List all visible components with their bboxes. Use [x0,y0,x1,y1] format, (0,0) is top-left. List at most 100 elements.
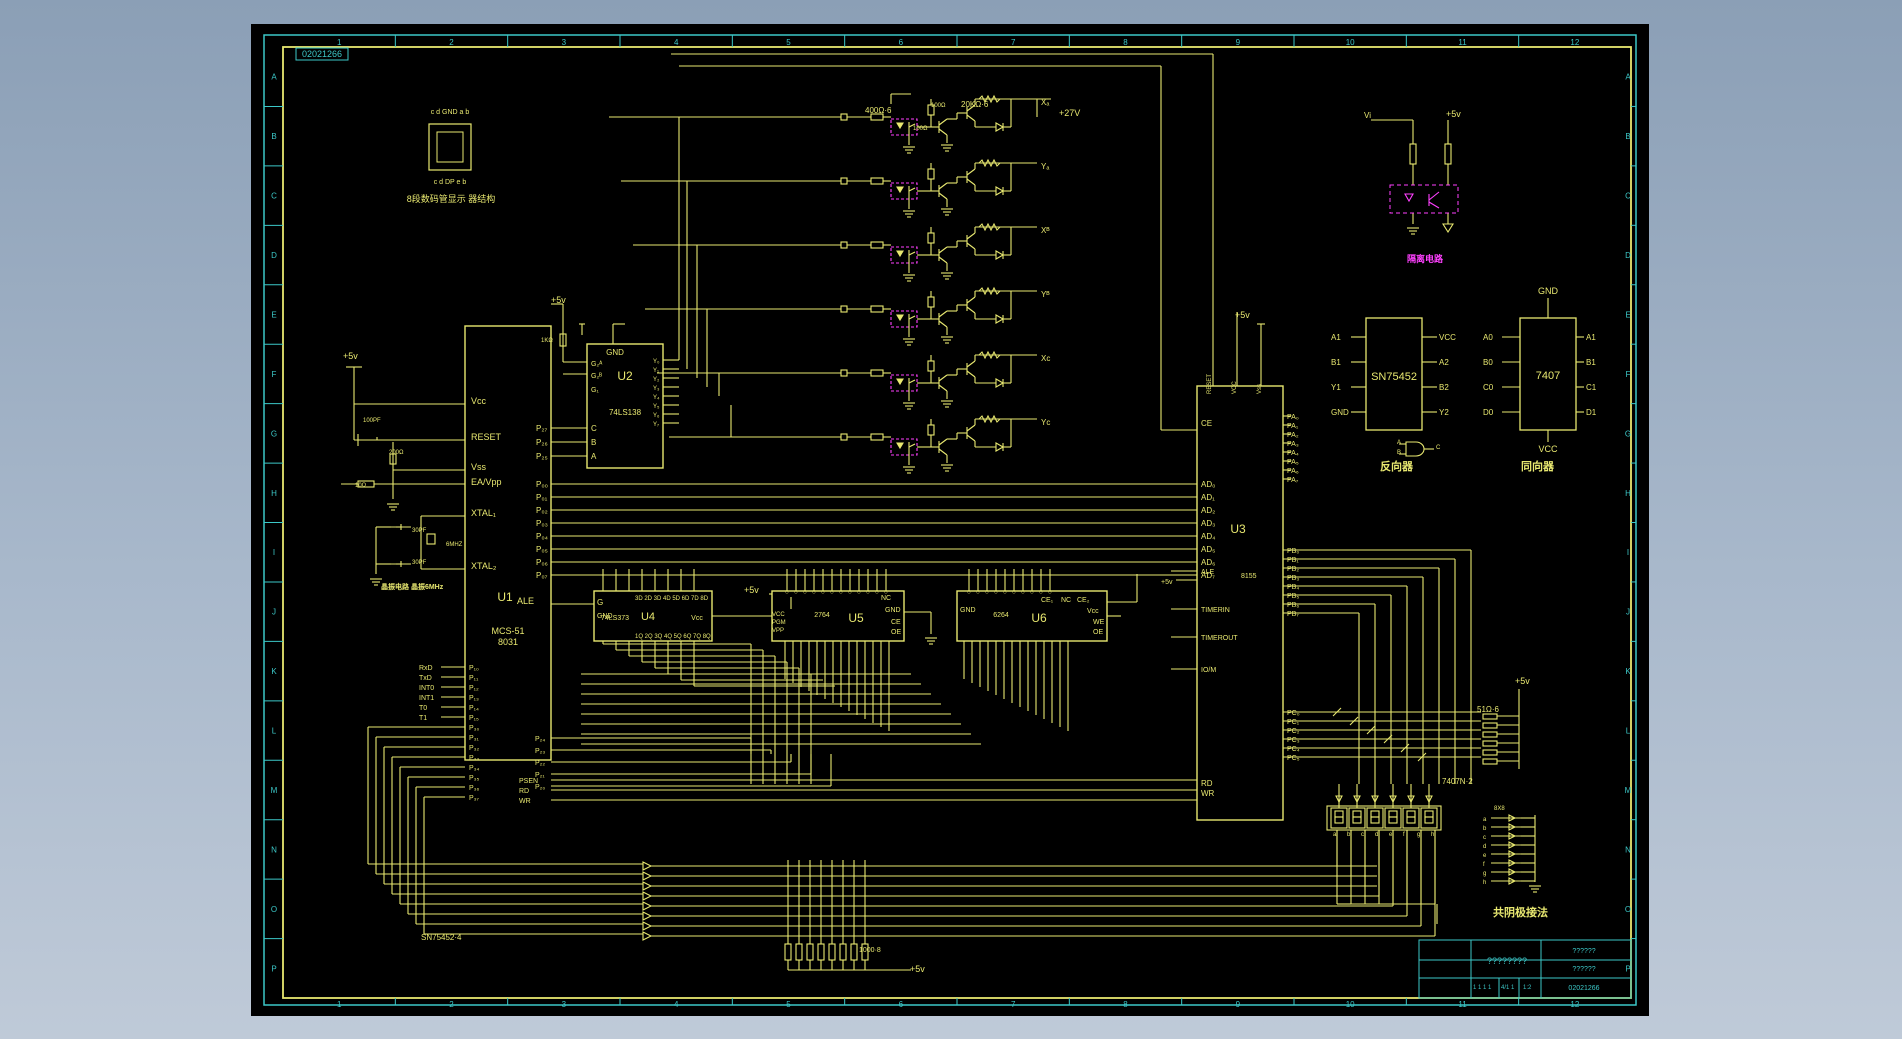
sn75452-right-2: B2 [1439,383,1449,392]
u3-pa-5: PA₅ [1287,459,1299,466]
driver-output-1: Yₐ [1041,162,1050,171]
u5-vcc: VCC [772,612,785,618]
u3-top-2: Vss [1257,384,1263,394]
u1-pin-0: Vcc [471,396,487,406]
drawing-number-top: 02021266 [302,49,342,59]
u1-pin-2: Vss [471,462,487,472]
u3-pa-6: PA₆ [1287,468,1299,475]
seg-pin-6: g [1417,832,1420,838]
u3-ad-7: AD₇ [1201,571,1215,580]
ic7407-right-0: A1 [1586,333,1596,342]
u2-out-7: Y₇ [653,422,659,428]
u1-p1-3: P₁₃ [469,695,479,702]
u2-out-4: Y₄ [653,395,660,401]
u1-r-pull: 10Ω [355,483,367,489]
seg-pin-7: h [1431,832,1434,838]
driver-labels: 400Ω·6 20KΩ·6 100Ω 100Ω +27V [865,100,1080,132]
ic7407-top: GND [1538,286,1559,296]
display-caption: 8段数码管显示 器结构 [407,193,496,204]
u1-p3-4: P₃₄ [469,765,480,772]
u4-pins-top: 3D 2D 3D 4D 5D 6D 7D 8D [635,596,709,602]
u4-74ls373: 3D 2D 3D 4D 5D 6D 7D 8D 1Q 2Q 3Q 4Q 5Q 6… [593,590,713,642]
u1-ale: ALE [517,596,534,606]
mini-pin-4: e [1483,853,1487,859]
u1-pin-5: XTAL₂ [471,561,497,571]
u3-top-1: VCC [1232,381,1238,394]
u1-p3lbl-4: T0 [419,705,427,712]
grid-row-label: O [1625,905,1631,914]
grid-row-label: B [271,132,276,141]
u2-p5v: +5v [551,295,566,305]
u1-p0-1: P₀₁ [536,493,548,502]
grid-col-label: 8 [1123,1000,1128,1009]
frame-ticks [264,35,1636,1005]
u3-left-0: ALE [1201,569,1215,576]
u1-p3lbl-0: RxD [419,665,433,672]
grid-col-label: 1 [337,38,342,47]
u3-pa-4: PA₄ [1287,450,1299,457]
u3-pa-0: PA₀ [1287,414,1299,421]
grid-row-label: A [271,73,277,82]
u6-pin-top: ○ [985,590,989,596]
seg-caption: 共阴极接法 [1493,905,1548,919]
grid-row-label: J [1626,608,1630,617]
seg-pin-3: d [1375,832,1378,838]
u1-p0-4: P₀₄ [536,532,548,541]
grid-col-label: 10 [1346,1000,1355,1009]
seg-p5v: +5v [1515,676,1530,686]
sn75452-right-1: A2 [1439,358,1449,367]
u6-pin-top: ○ [976,590,980,596]
u3-wr: WR [1201,789,1215,798]
grid-row-label: D [1625,251,1631,260]
u3-pb-0: PB₀ [1287,548,1299,555]
u2-g2b: G₂ᴮ [591,373,602,380]
sn-label: SN75452·4 [421,933,462,942]
driver-output-5: Yᴄ [1041,418,1050,427]
grid-col-label: 3 [562,38,567,47]
u6-pin-top: ○ [1030,590,1034,596]
u2-r: 1KΩ [541,338,553,344]
u1-mcs51: U1 MCS-51 8031 ALE +5v 100PF 200Ω 10Ω 30… [343,325,552,761]
sn75452-title: SN75452 [1371,371,1417,383]
grid-row-label: G [1625,429,1631,438]
u5-ce: CE [891,619,901,626]
u1-r-reset: 200Ω [389,450,404,456]
grid-col-label: 6 [899,1000,904,1009]
u5-pin-top: ○ [830,590,834,596]
grid-row-label: L [1626,727,1631,736]
seg-res: 51Ω·6 [1477,705,1500,714]
seven-seg-area: 51Ω·6 7407N·2 +5v 8X8 共阴极接法 [1442,676,1548,919]
u3-8155: U3 8155 +5v [1196,310,1284,821]
u1-pin-3: EA/Vpp [471,477,502,487]
title-block-number: 02021266 [1568,985,1599,992]
u1-p1-0: P₁₀ [469,665,479,672]
wires [341,53,1584,971]
sn75452-caption: 反向器 [1380,459,1414,473]
u1-p3lbl-3: INT1 [419,695,434,702]
ic7407-bottom: VCC [1538,444,1558,454]
driver-r-top: 400Ω·6 [865,106,892,115]
u2-out-3: Y₃ [653,386,660,392]
ic7407-chip: 7407 GND VCC 同向器 [1519,286,1577,473]
u3-left-3: IO/M [1201,667,1216,674]
u1-p3-5: P₃₅ [469,775,480,782]
u1-p5v: +5v [343,351,358,361]
u6-part: 6264 [993,612,1009,619]
u2-in-2: A [591,452,597,461]
u1-pin-1: RESET [471,432,502,442]
u6-ref: U6 [1031,611,1047,625]
u5-pin-top: ○ [794,590,798,596]
seg-buf: 7407N·2 [1442,777,1473,786]
grid-row-label: E [271,310,276,319]
u5-ref: U5 [848,611,864,625]
iso-vi: Vi [1364,111,1371,120]
grid-col-label: 11 [1458,38,1467,47]
grid-col-label: 7 [1011,38,1016,47]
u5-pin-top: ○ [785,590,789,596]
mini-pin-5: f [1483,862,1485,868]
u3-ad-5: AD₅ [1201,545,1215,554]
driver-output-2: Xᴮ [1041,226,1050,235]
u2-part: 74LS138 [609,408,642,417]
grid-col-label: 12 [1570,1000,1579,1009]
grid-row-label: P [271,964,276,973]
